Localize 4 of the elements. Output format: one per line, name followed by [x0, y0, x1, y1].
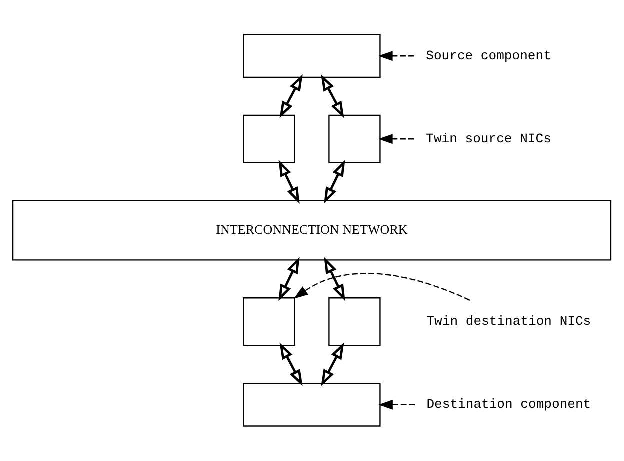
node-text: Twin source NICs	[426, 131, 552, 146]
node-text: Twin destination NICs	[426, 314, 592, 330]
node-text: Source component	[426, 48, 552, 64]
node-text: Destination component	[426, 397, 592, 412]
